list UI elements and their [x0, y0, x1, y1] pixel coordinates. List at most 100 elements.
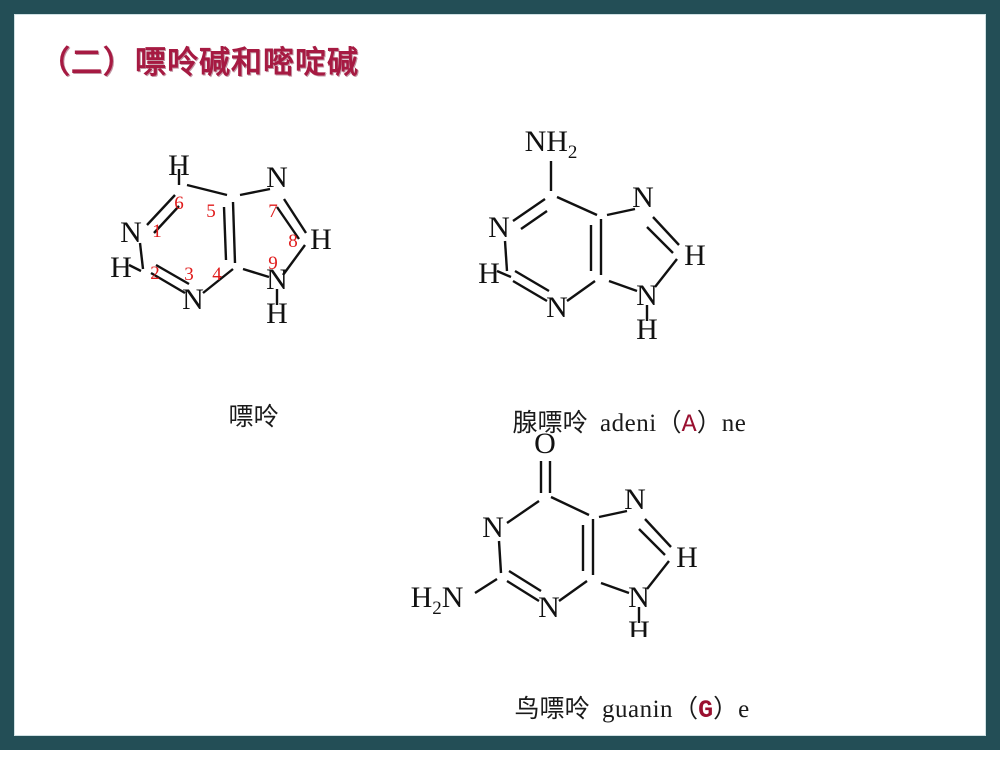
bond-n7-c8-double [638, 528, 666, 556]
adenine-atom-n3: N [546, 291, 568, 324]
bond-c4-n3 [202, 268, 234, 294]
bond-n9-c4 [608, 279, 638, 293]
guanine-paren-close: ） [713, 696, 739, 723]
bond-n9-c4 [600, 581, 630, 595]
purine-caption-cn: 嘌呤 [228, 403, 279, 431]
bond-n1-c2 [497, 540, 503, 574]
adenine-atom-h2: H [478, 257, 500, 290]
bond-n7-c8 [644, 518, 672, 548]
bond-n1-c6-double [153, 205, 180, 234]
guanine-atom-n7: N [624, 483, 646, 516]
guanine-caption-en: guanin [602, 696, 674, 723]
guanine-paren-open: （ [673, 696, 699, 723]
bond-n7-c8 [282, 198, 308, 234]
purine-atom-n9: N [266, 263, 288, 296]
bond-n3-c4 [566, 280, 596, 302]
bond-c6-n1 [512, 198, 546, 222]
guanine-atom-n3: N [538, 591, 560, 624]
purine-number-6: 6 [174, 193, 184, 214]
adenine-atom-h8: H [684, 239, 706, 272]
purine-number-9: 9 [268, 253, 278, 274]
guanine-caption-cn: 鸟嘌呤 [514, 695, 590, 723]
bond-c6-n1 [506, 500, 540, 524]
page-title: （二）嘌呤碱和嘧啶碱 [39, 45, 359, 80]
purine-number-8: 8 [288, 231, 298, 252]
bond-c5-c6 [556, 195, 598, 217]
bond-c2-h [128, 263, 142, 273]
guanine-atom-h8: H [676, 541, 698, 574]
adenine-paren-close: ） [696, 410, 722, 437]
bond-n7-c8-double [276, 206, 300, 240]
bond-c8-n9 [654, 258, 678, 288]
bond-c5-n7 [239, 187, 271, 197]
purine-number-2: 2 [150, 263, 160, 284]
adenine-code-letter: A [681, 410, 697, 439]
adenine-atom-n9: N [636, 279, 658, 312]
purine-number-3: 3 [184, 264, 194, 285]
guanine-atom-h2n: H2N [411, 581, 464, 619]
adenine-atom-nh2: NH2 [525, 125, 578, 163]
guanine-caption-gap [590, 696, 603, 723]
purine-atom-h2: H [110, 251, 132, 284]
slide-page: （二）嘌呤碱和嘧啶碱 [14, 14, 986, 736]
purine-atom-h8: H [310, 223, 332, 256]
bond-c6-c5 [186, 183, 228, 197]
slide-canvas: （二）嘌呤碱和嘧啶碱 [0, 0, 1000, 750]
guanine-atom-h9: H [628, 615, 650, 637]
adenine-caption-gap [588, 410, 601, 437]
bond-c2-n3 [512, 279, 548, 303]
bond-n7-c8 [652, 216, 680, 246]
bond-c2-nh2 [474, 577, 498, 595]
purine-structure: H N H N N H N H 1 2 3 4 5 6 7 8 9 [107, 147, 357, 362]
bond-n3-c2 [150, 271, 186, 295]
purine-number-1: 1 [152, 221, 162, 242]
adenine-caption-tail: ne [721, 410, 747, 437]
guanine-atom-o6: O [534, 427, 556, 460]
guanine-atom-n9: N [628, 581, 650, 614]
purine-svg: H N H N N H N H 1 2 3 4 5 6 7 8 9 [110, 149, 332, 330]
bond-c5-c4-double [222, 206, 228, 261]
guanine-code-letter: G [698, 696, 714, 725]
bond-n7-c8-double [646, 226, 674, 254]
bond-c2-n3 [506, 579, 540, 603]
adenine-atom-n7: N [632, 181, 654, 214]
guanine-caption-tail: e [738, 696, 750, 723]
bond-c5-c6 [550, 495, 590, 517]
bond-c5-n7 [598, 509, 628, 519]
bond-n1-c2 [503, 240, 509, 272]
bond-c8-n9 [646, 560, 670, 590]
bond-n3-c2-double [155, 263, 190, 286]
adenine-caption-cn: 腺嘌呤 [512, 409, 588, 437]
bond-c5-c4 [231, 201, 237, 264]
bond-c2-n3-double [508, 569, 542, 593]
guanine-structure: O H2N [407, 427, 727, 648]
purine-atom-h9: H [266, 297, 288, 330]
bond-c2-n3-double [514, 269, 550, 293]
purine-atom-n1: N [120, 216, 142, 249]
purine-caption: 嘌呤 [191, 357, 279, 478]
bond-n1-c6 [146, 194, 176, 226]
guanine-svg: O H2N [411, 427, 698, 648]
purine-atom-n7: N [266, 161, 288, 194]
adenine-atom-h9: H [636, 313, 658, 346]
adenine-svg: NH2 [478, 125, 706, 346]
adenine-structure: NH2 [467, 119, 727, 364]
bond-c8-n9 [282, 244, 306, 276]
bond-c2-h [496, 269, 512, 279]
purine-number-5: 5 [206, 201, 216, 222]
adenine-atom-n1: N [488, 211, 510, 244]
guanine-caption: 鸟嘌呤 guanin（G）e [477, 649, 817, 771]
adenine-caption: 腺嘌呤 adeni（A）ne [475, 363, 805, 485]
purine-number-4: 4 [212, 264, 222, 285]
bond-c5-n7 [606, 207, 636, 217]
adenine-caption-en: adeni [600, 410, 657, 437]
bond-n3-c4 [558, 580, 588, 602]
bond-c2-n1 [138, 242, 145, 270]
purine-atom-n3: N [182, 283, 204, 316]
bond-n9-c4 [242, 267, 270, 279]
adenine-paren-open: （ [656, 410, 682, 437]
guanine-atom-n1: N [482, 511, 504, 544]
purine-number-7: 7 [268, 201, 278, 222]
purine-atom-h6: H [168, 149, 190, 182]
bond-c6-n1-double [520, 210, 548, 230]
